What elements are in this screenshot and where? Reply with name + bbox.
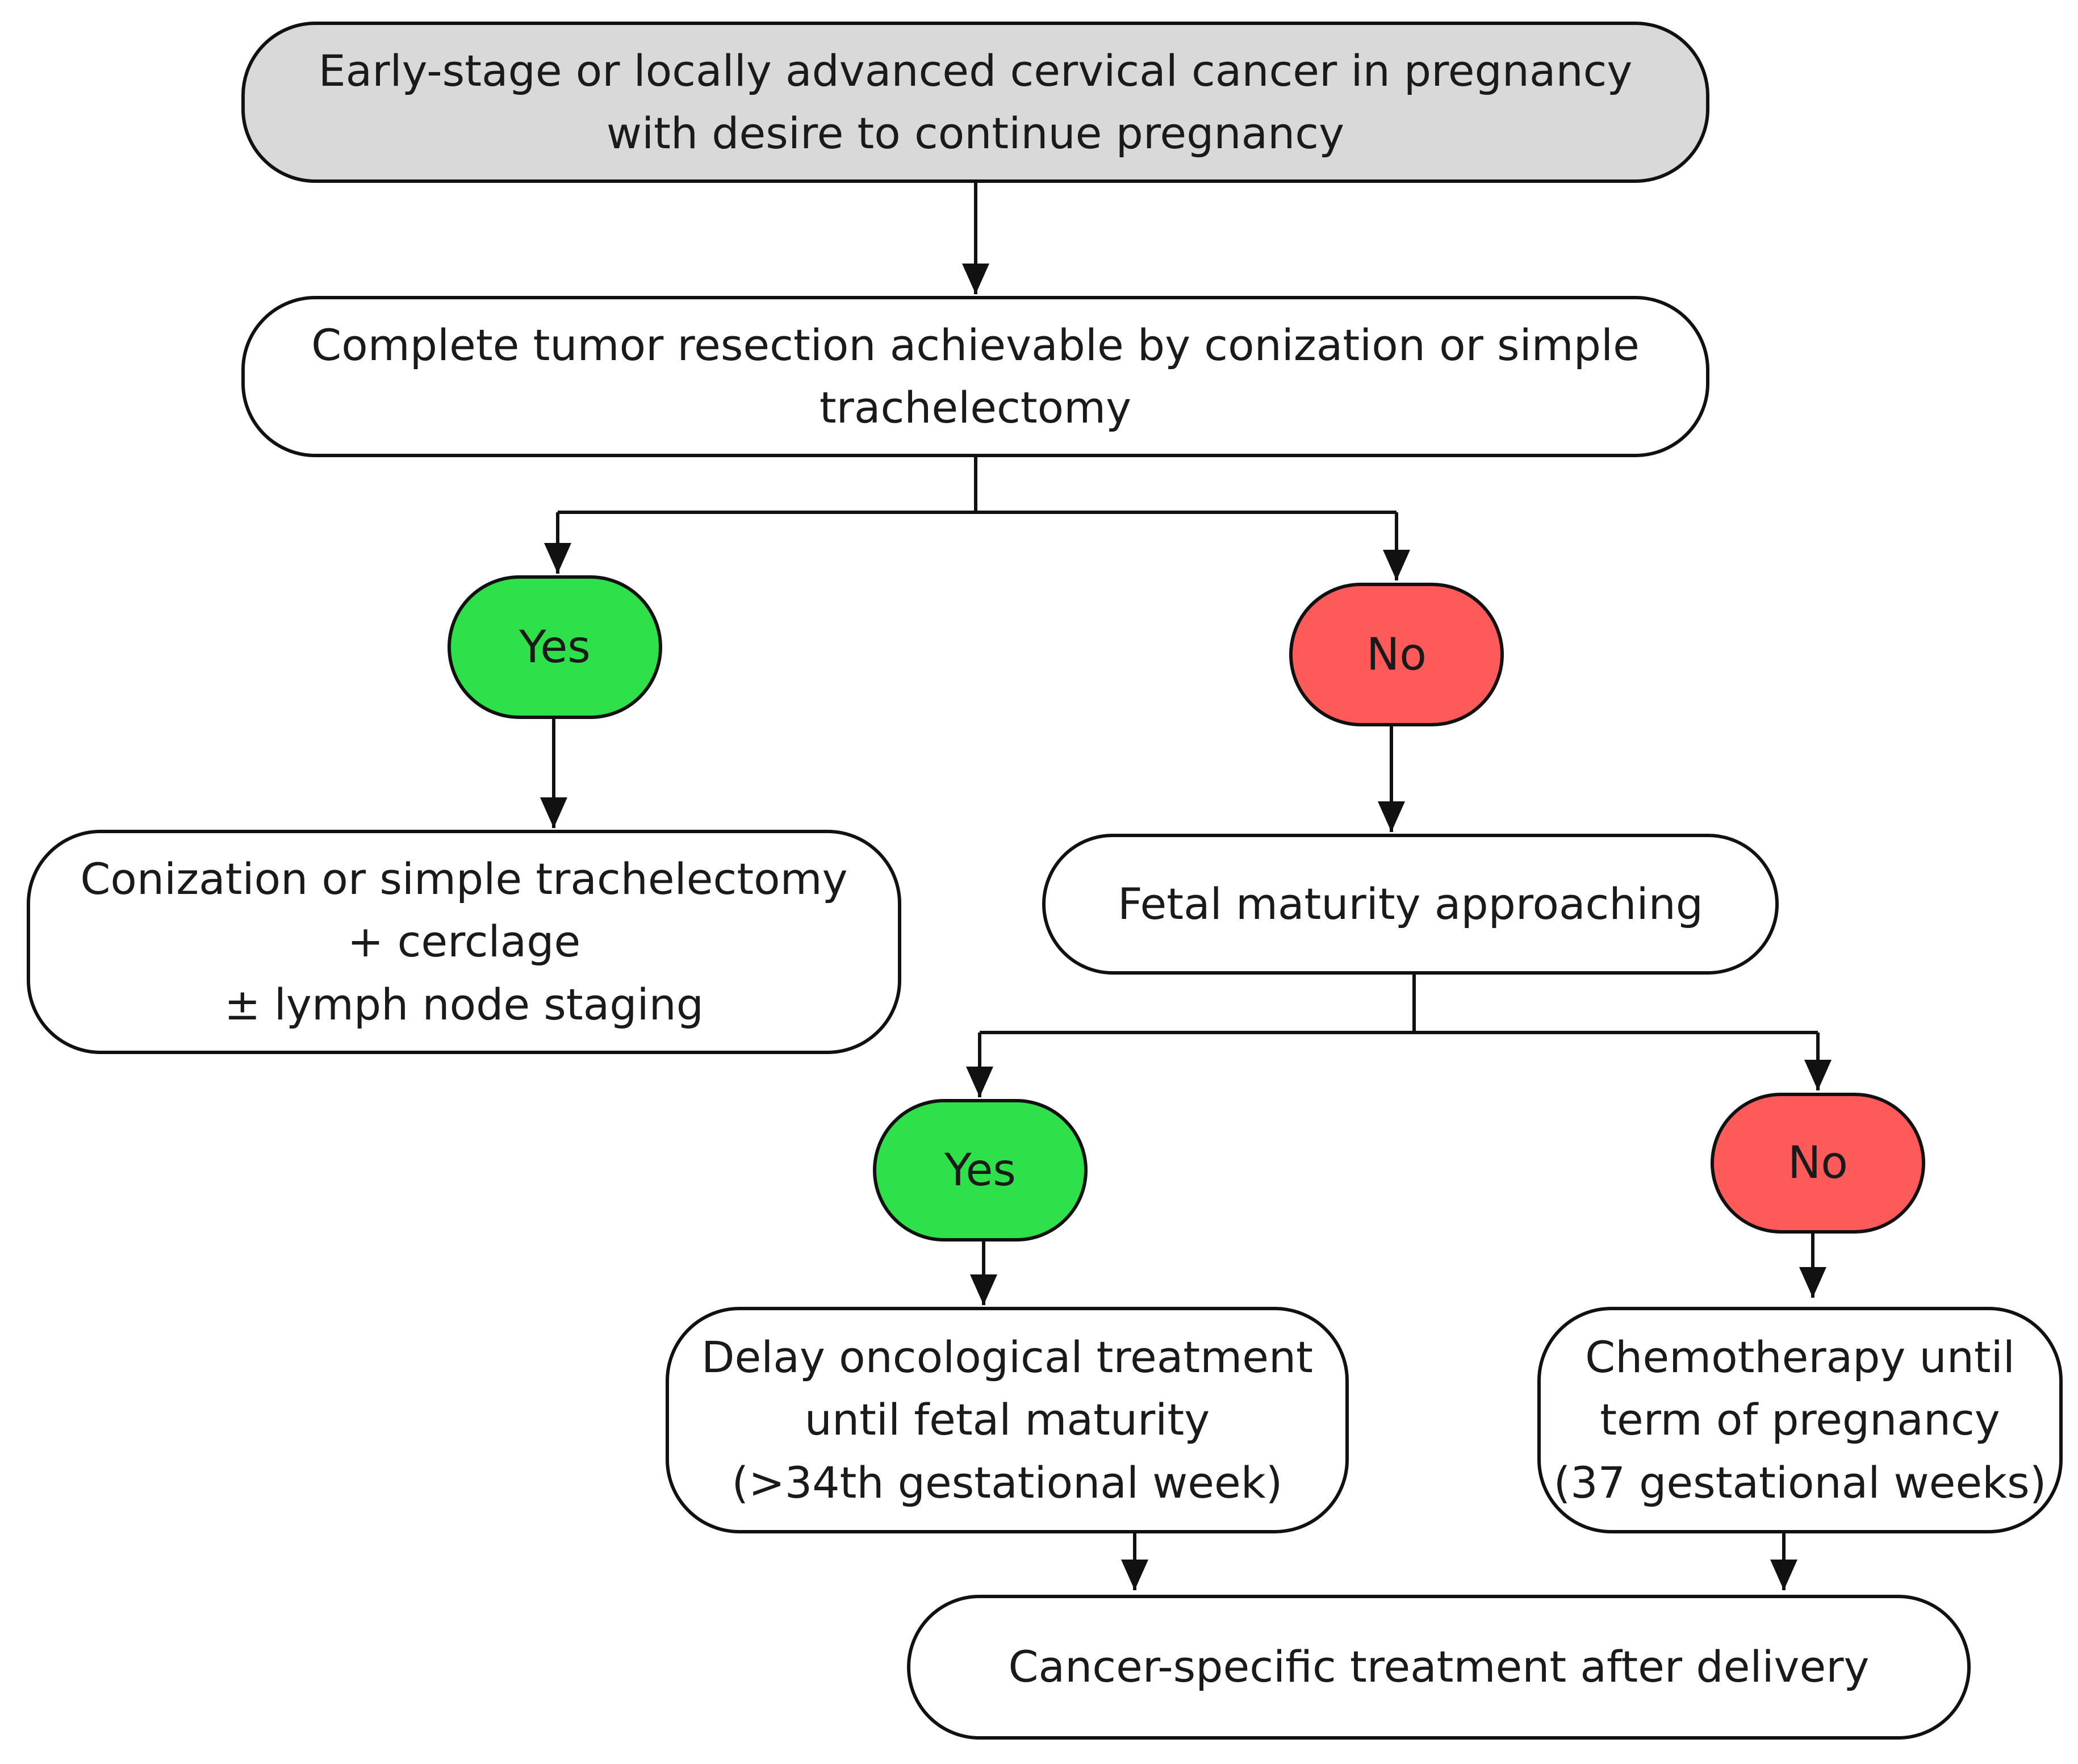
no-decision-1: No	[1289, 583, 1504, 726]
fetal-maturity-node-line-1: Fetal maturity approaching	[1117, 878, 1703, 929]
yes-decision-1: Yes	[448, 575, 662, 719]
no-decision-1-label: No	[1366, 629, 1427, 680]
chemotherapy-node-line-1: Chemotherapy until	[1585, 1332, 2015, 1383]
conization-node: Conization or simple trachelectomy + cer…	[27, 830, 901, 1054]
fetal-maturity-node: Fetal maturity approaching	[1042, 834, 1779, 975]
start-node-line-1: Early-stage or locally advanced cervical…	[318, 45, 1633, 96]
resection-node-line-2: trachelectomy	[819, 382, 1132, 433]
chemotherapy-node-line-3: (37 gestational weeks)	[1553, 1457, 2047, 1508]
chemotherapy-node: Chemotherapy until term of pregnancy (37…	[1537, 1307, 2063, 1533]
conization-node-line-2: + cerclage	[347, 916, 581, 967]
conization-node-line-3: ± lymph node staging	[224, 979, 704, 1030]
delay-treatment-node: Delay oncological treatment until fetal …	[666, 1307, 1349, 1533]
resection-node-line-1: Complete tumor resection achievable by c…	[311, 319, 1640, 370]
delay-treatment-node-line-1: Delay oncological treatment	[701, 1332, 1313, 1383]
after-delivery-node-line-1: Cancer-specific treatment after delivery	[1008, 1641, 1870, 1692]
delay-treatment-node-line-2: until fetal maturity	[804, 1394, 1210, 1445]
no-decision-2-label: No	[1787, 1138, 1849, 1189]
after-delivery-node: Cancer-specific treatment after delivery	[907, 1595, 1971, 1740]
start-node: Early-stage or locally advanced cervical…	[241, 22, 1709, 183]
yes-decision-2-label: Yes	[944, 1144, 1016, 1196]
chemotherapy-node-line-2: term of pregnancy	[1600, 1394, 2000, 1445]
yes-decision-1-label: Yes	[519, 621, 591, 673]
start-node-line-2: with desire to continue pregnancy	[606, 108, 1345, 158]
delay-treatment-node-line-3: (>34th gestational week)	[731, 1457, 1283, 1508]
no-decision-2: No	[1711, 1093, 1925, 1234]
conization-node-line-1: Conization or simple trachelectomy	[80, 854, 848, 905]
resection-node: Complete tumor resection achievable by c…	[241, 296, 1709, 457]
yes-decision-2: Yes	[873, 1099, 1088, 1242]
